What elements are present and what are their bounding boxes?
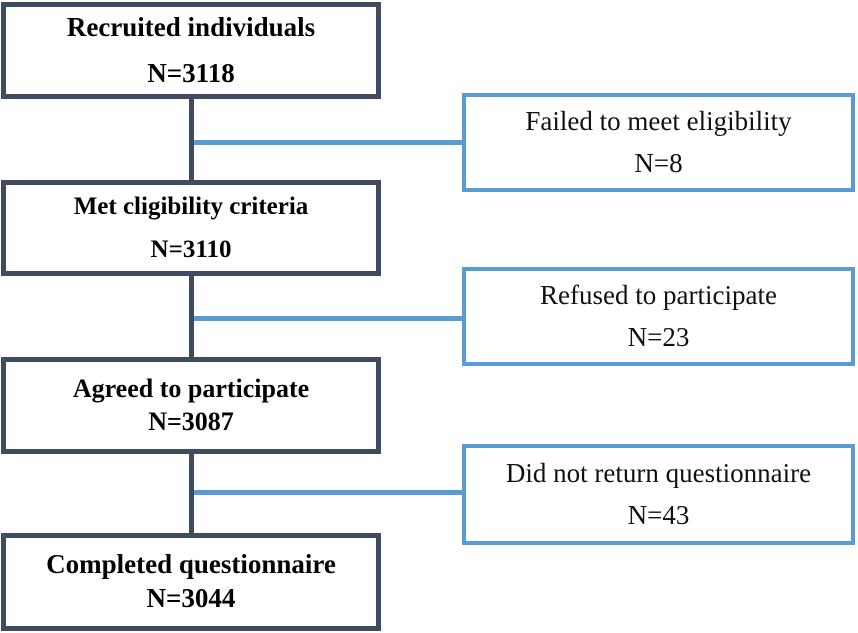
box-completed-title: Completed questionnaire <box>46 549 336 580</box>
box-refused: Refused to participate N=23 <box>462 267 855 366</box>
box-not-returned-count: N=43 <box>627 499 690 530</box>
box-not-returned-title: Did not return questionnaire <box>505 457 812 488</box>
box-recruited-title: Recruited individuals <box>66 11 316 42</box>
connector-vertical-3 <box>189 452 194 536</box>
box-failed-eligibility-count: N=8 <box>634 147 683 178</box>
box-agreed-count: N=3087 <box>148 406 234 436</box>
box-eligible-title: Met cligibility criteria <box>73 192 309 220</box>
box-agreed-title: Agreed to participate <box>72 373 310 403</box>
box-recruited: Recruited individuals N=3118 <box>1 2 381 99</box>
box-recruited-count: N=3118 <box>147 57 235 88</box>
connector-vertical-1 <box>189 97 194 183</box>
box-failed-eligibility: Failed to meet eligibility N=8 <box>462 93 855 192</box>
box-not-returned: Did not return questionnaire N=43 <box>462 444 855 545</box>
box-completed: Completed questionnaire N=3044 <box>1 533 381 631</box>
connector-horizontal-3 <box>194 490 464 495</box>
box-eligible-count: N=3110 <box>150 236 232 263</box>
connector-vertical-2 <box>189 273 194 360</box>
box-failed-eligibility-title: Failed to meet eligibility <box>525 105 792 136</box>
box-refused-count: N=23 <box>627 321 690 352</box>
connector-horizontal-1 <box>194 140 464 145</box>
connector-horizontal-2 <box>194 316 464 321</box>
box-completed-count: N=3044 <box>146 583 236 613</box>
box-agreed: Agreed to participate N=3087 <box>1 357 381 454</box>
box-eligible: Met cligibility criteria N=3110 <box>1 180 381 276</box>
box-refused-title: Refused to participate <box>540 279 777 310</box>
